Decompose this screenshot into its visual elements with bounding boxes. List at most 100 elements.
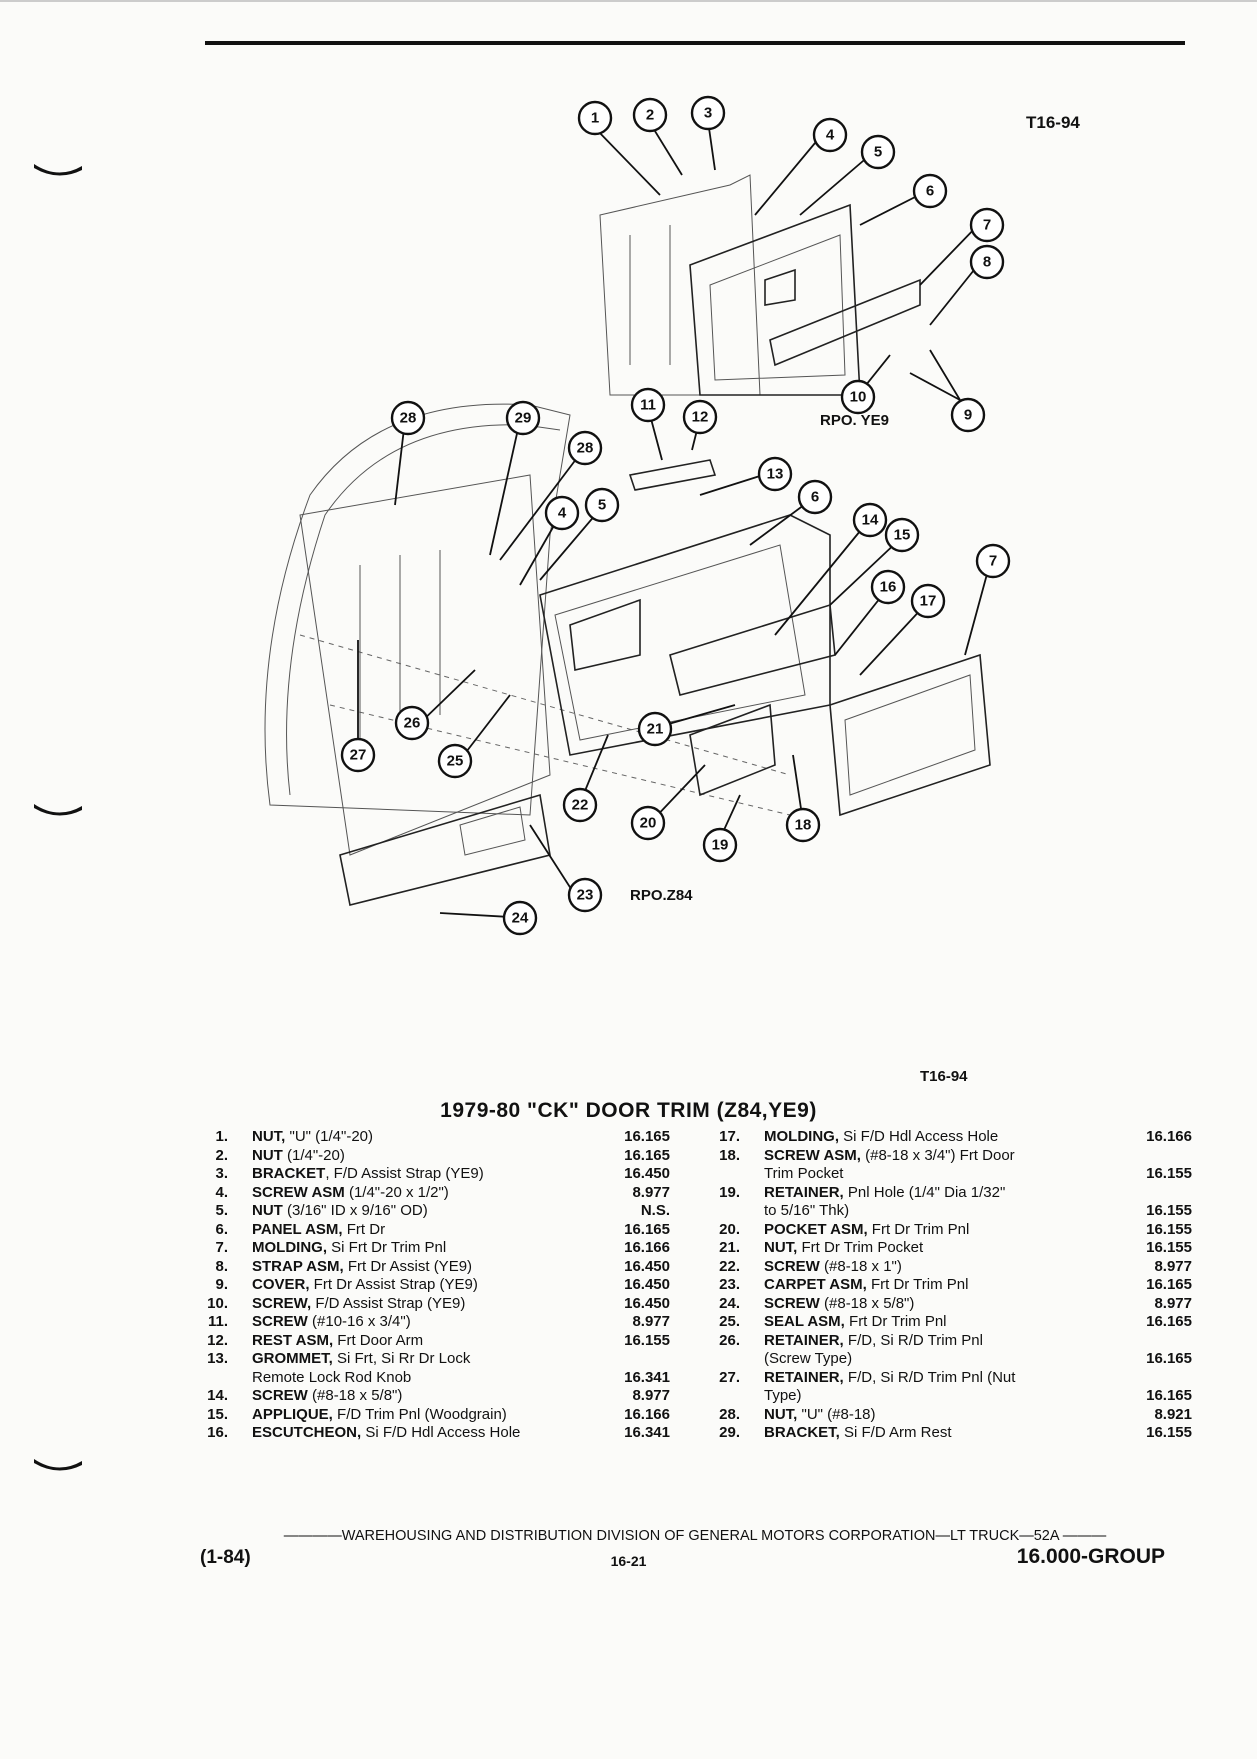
- figure-tag: T16-94: [1026, 113, 1080, 132]
- part-row: 9.COVER, Frt Dr Assist Strap (YE9)16.450: [200, 1276, 680, 1295]
- part-number: 6.: [215, 1220, 228, 1238]
- part-group-number: 16.165: [1146, 1313, 1192, 1330]
- part-number: 21.: [719, 1239, 740, 1256]
- callout-22: 22: [572, 797, 589, 814]
- part-group-number: 8.977: [632, 1183, 670, 1201]
- part-row: 14.SCREW (#8-18 x 5/8")8.977: [200, 1387, 680, 1406]
- part-detail: Pnl Hole (1/4" Dia 1/32" to 5/16" Thk): [764, 1183, 1006, 1220]
- part-detail: (#8-18 x 5/8"): [307, 1387, 403, 1404]
- part-detail: , F/D Assist Strap (YE9): [325, 1165, 484, 1182]
- part-name: RETAINER,: [764, 1331, 844, 1349]
- part-detail: (3/16" ID x 9/16" OD): [282, 1202, 428, 1219]
- part-number: 3.: [215, 1165, 228, 1182]
- callout-6-lower: 6: [811, 489, 819, 506]
- part-detail: Frt Dr Trim Pnl: [867, 1220, 970, 1238]
- part-detail: (1/4"-20): [282, 1146, 345, 1164]
- callout-16: 16: [880, 579, 897, 596]
- part-detail: (#8-18 x 3/4") Frt Door Trim Pocket: [764, 1146, 1015, 1183]
- part-row: 21. NUT, Frt Dr Trim Pocket 16.155: [712, 1239, 1192, 1258]
- callout-25: 25: [447, 753, 464, 770]
- part-number: 22.: [719, 1257, 740, 1275]
- part-number: 16.: [207, 1424, 228, 1441]
- part-name: SCREW: [252, 1387, 308, 1404]
- part-description: SCREW ASM (1/4"-20 x 1/2"): [252, 1184, 602, 1203]
- part-number: 23.: [719, 1276, 740, 1293]
- scan-edge: [0, 0, 1257, 2]
- part-description: GROMMET, Si Frt, Si Rr Dr Lock Remote Lo…: [252, 1350, 602, 1387]
- part-description: ESCUTCHEON, Si F/D Hdl Access Hole: [252, 1424, 602, 1443]
- part-group-number: 8.977: [632, 1313, 670, 1330]
- part-name: PANEL ASM,: [252, 1220, 343, 1238]
- part-detail: (1/4"-20 x 1/2"): [344, 1183, 449, 1201]
- part-name: GROMMET,: [252, 1350, 333, 1367]
- part-row: 13.GROMMET, Si Frt, Si Rr Dr Lock Remote…: [200, 1350, 680, 1387]
- part-row: 3.BRACKET, F/D Assist Strap (YE9)16.450: [200, 1165, 680, 1184]
- callout-11: 11: [640, 397, 656, 414]
- part-group-number: 16.155: [1146, 1239, 1192, 1256]
- part-name: SCREW: [764, 1294, 820, 1312]
- part-group-number: 16.155: [624, 1331, 670, 1349]
- part-description: NUT (3/16" ID x 9/16" OD): [252, 1202, 602, 1221]
- part-number: 18.: [719, 1146, 740, 1164]
- part-row: 4.SCREW ASM (1/4"-20 x 1/2")8.977: [200, 1184, 680, 1203]
- callout-9: 9: [964, 407, 972, 424]
- part-detail: "U" (#8-18): [797, 1405, 876, 1423]
- part-description: RETAINER, F/D, Si R/D Trim Pnl (Screw Ty…: [764, 1332, 1114, 1369]
- callout-4-lower: 4: [558, 505, 567, 522]
- footer-publisher-text: WAREHOUSING AND DISTRIBUTION DIVISION OF…: [341, 1528, 1059, 1544]
- part-row: 8.STRAP ASM, Frt Dr Assist (YE9)16.450: [200, 1258, 680, 1277]
- part-group-number: 16.155: [1146, 1424, 1192, 1441]
- part-number: 26.: [719, 1331, 740, 1349]
- part-number: 17.: [719, 1128, 740, 1145]
- callout-19: 19: [712, 837, 729, 854]
- callout-7-lower: 7: [989, 553, 997, 570]
- part-group-number: 16.165: [624, 1146, 670, 1164]
- part-description: SCREW (#8-18 x 5/8"): [252, 1387, 602, 1406]
- upper-door-interior: [599, 174, 761, 396]
- header-rule: [205, 41, 1185, 45]
- part-row: 24.SCREW (#8-18 x 5/8")8.977: [712, 1295, 1192, 1314]
- part-group-number: 8.921: [1154, 1405, 1192, 1423]
- part-number: 1.: [215, 1128, 228, 1145]
- footer-page-number: 16-21: [610, 1553, 647, 1569]
- part-row: 23. CARPET ASM, Frt Dr Trim Pnl 16.165: [712, 1276, 1192, 1295]
- part-description: BRACKET, Si F/D Arm Rest: [764, 1424, 1114, 1443]
- part-description: NUT (1/4"-20): [252, 1147, 602, 1166]
- part-description: REST ASM, Frt Door Arm: [252, 1332, 602, 1351]
- part-row: 19.RETAINER, Pnl Hole (1/4" Dia 1/32" to…: [712, 1184, 1192, 1221]
- part-group-number: 16.155: [1146, 1220, 1192, 1238]
- part-number: 8.: [215, 1257, 228, 1275]
- ye9-trim-panel: [689, 203, 921, 396]
- part-name: NUT: [252, 1146, 283, 1164]
- callout-29: 29: [515, 410, 532, 427]
- part-description: RETAINER, Pnl Hole (1/4" Dia 1/32" to 5/…: [764, 1184, 1114, 1221]
- part-row: 26. RETAINER, F/D, Si R/D Trim Pnl (Screw…: [712, 1332, 1192, 1369]
- part-description: STRAP ASM, Frt Dr Assist (YE9): [252, 1258, 602, 1277]
- part-number: 24.: [719, 1294, 740, 1312]
- part-group-number: 16.165: [1146, 1387, 1192, 1404]
- pocket-and-carpet: [339, 653, 991, 906]
- part-description: NUT, Frt Dr Trim Pocket: [764, 1239, 1114, 1258]
- callout-6: 6: [926, 183, 934, 200]
- part-group-number: N.S.: [640, 1202, 670, 1219]
- part-description: SCREW, F/D Assist Strap (YE9): [252, 1295, 602, 1314]
- part-group-number: 16.165: [1146, 1350, 1192, 1367]
- part-group-number: 8.977: [1154, 1257, 1192, 1275]
- part-number: 20.: [719, 1220, 740, 1238]
- callout-4: 4: [826, 127, 835, 144]
- part-name: NUT,: [252, 1128, 286, 1145]
- part-row: 10.SCREW, F/D Assist Strap (YE9)16.450: [200, 1295, 680, 1314]
- callout-27: 27: [350, 747, 367, 764]
- part-description: CARPET ASM, Frt Dr Trim Pnl: [764, 1276, 1114, 1295]
- part-description: SCREW (#8-18 x 5/8"): [764, 1295, 1114, 1314]
- callout-8: 8: [983, 254, 991, 271]
- part-group-number: 16.450: [624, 1165, 670, 1182]
- part-group-number: 16.165: [1146, 1276, 1192, 1293]
- part-row: 15.APPLIQUE, F/D Trim Pnl (Woodgrain)16.…: [200, 1406, 680, 1425]
- part-group-number: 8.977: [632, 1387, 670, 1404]
- part-name: COVER,: [252, 1276, 310, 1293]
- part-group-number: 16.450: [624, 1276, 670, 1293]
- part-name: NUT,: [764, 1405, 798, 1423]
